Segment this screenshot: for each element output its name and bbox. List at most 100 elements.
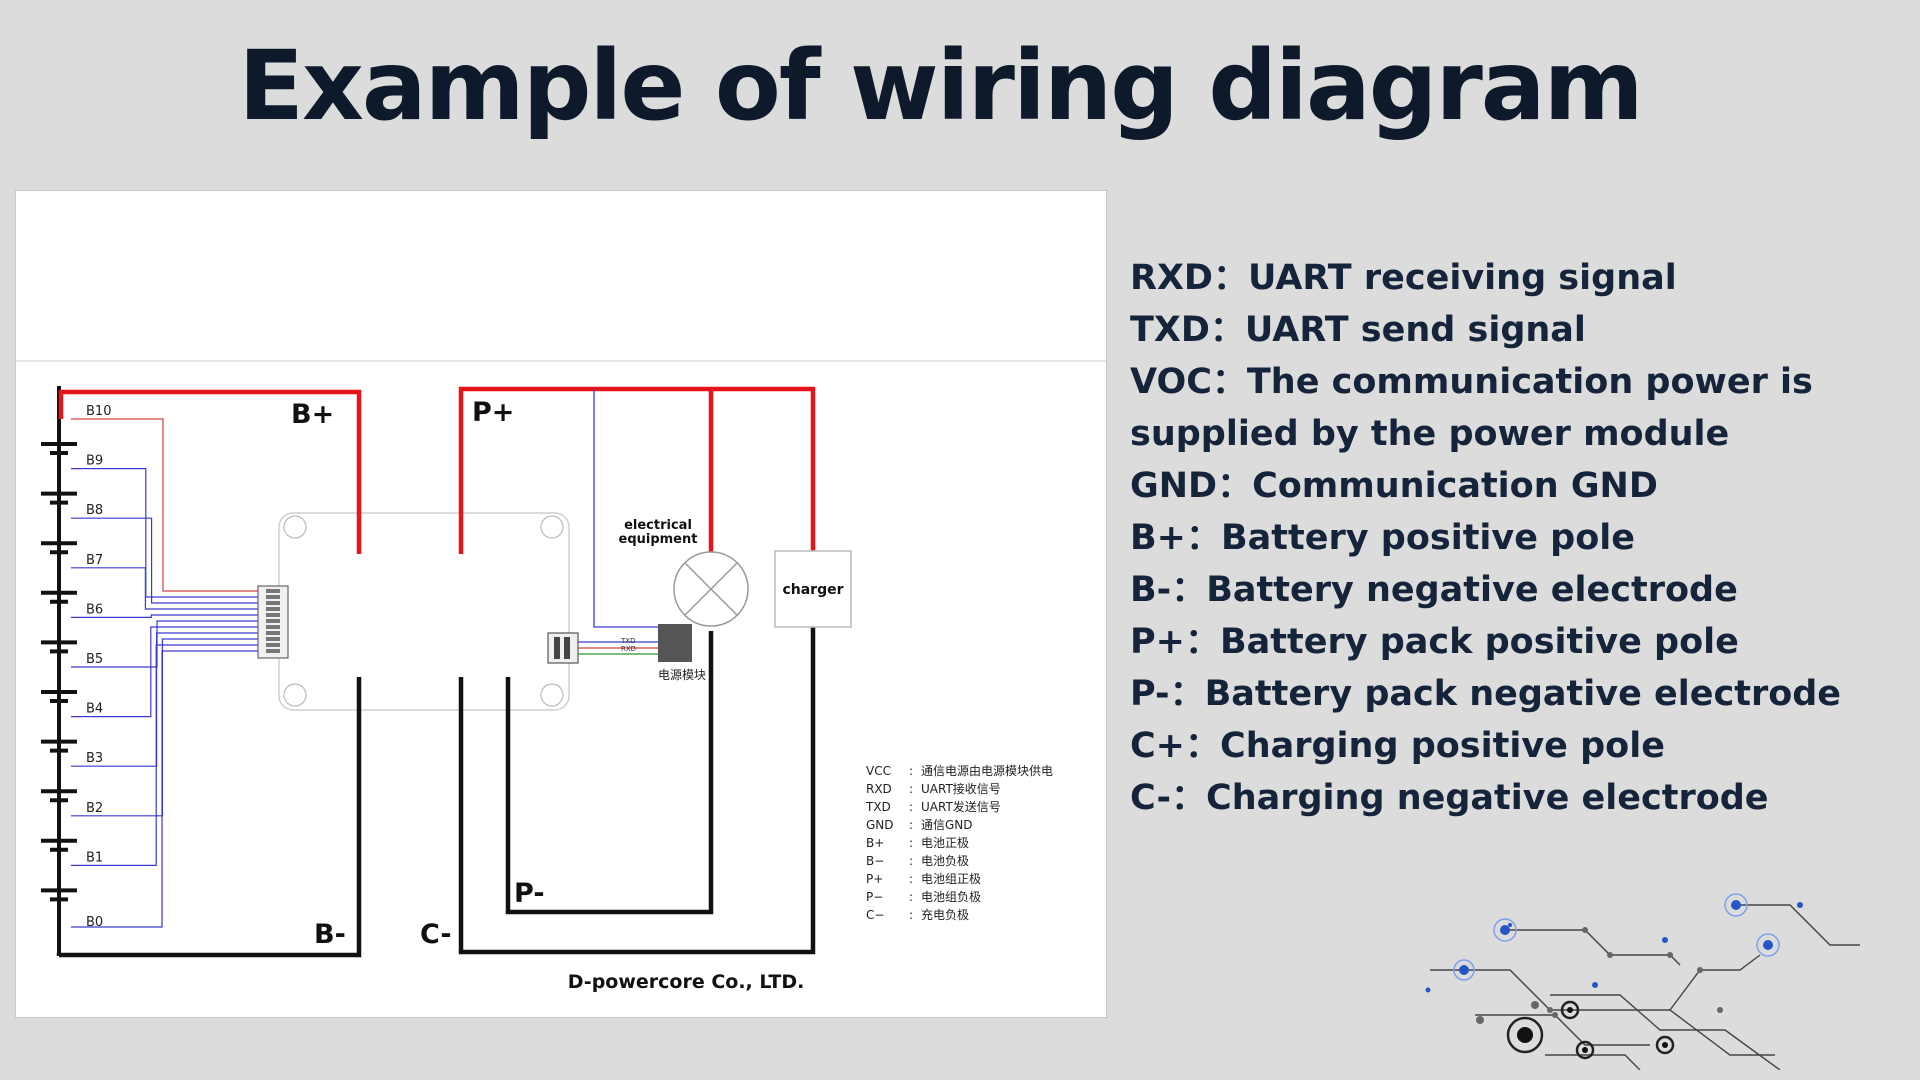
mount-hole <box>540 515 564 539</box>
cell-tap-label: B3 <box>86 751 103 766</box>
key-desc: UART接收信号 <box>921 781 1001 796</box>
connector-pin <box>266 607 280 611</box>
key-sep: : <box>909 872 913 886</box>
charger-box <box>774 550 852 628</box>
p-minus-label: P- <box>514 878 545 909</box>
legend-item: TXD：UART send signal <box>1130 310 1586 350</box>
connector-pin <box>266 601 280 605</box>
key-sep: : <box>909 836 913 850</box>
legend-item: B-：Battery negative electrode <box>1130 570 1738 610</box>
key-desc: 通信GND <box>921 818 973 832</box>
connector-pin <box>266 619 280 623</box>
key-desc: 电池负极 <box>921 854 969 868</box>
key-desc: 电池组负极 <box>921 890 981 904</box>
key-desc: 通信电源由电源模块供电 <box>921 764 1053 778</box>
equipment-cross <box>684 562 738 616</box>
cell-tap-label: B4 <box>86 702 103 717</box>
c-minus-label: C- <box>420 919 452 950</box>
power-module <box>658 624 692 662</box>
balance-wire <box>71 418 258 592</box>
legend-item: VOC：The communication power is supplied … <box>1130 362 1813 454</box>
cell-tap-label: B5 <box>86 652 103 667</box>
b-plus-wire <box>58 389 362 554</box>
key-table: VCC:通信电源由电源模块供电RXD:UART接收信号TXD:UART发送信号G… <box>865 764 1053 922</box>
comm-connector <box>547 632 579 664</box>
electrical-equipment-label-1: electrical <box>624 518 692 533</box>
cell-tap-label: B0 <box>86 915 103 930</box>
key-sep: : <box>909 782 913 796</box>
electrical-equipment-label-2: equipment <box>619 532 698 547</box>
balance-wire <box>71 650 258 928</box>
connector-pin <box>266 643 280 647</box>
b-minus-wire <box>56 677 362 958</box>
cell-tap-label: B2 <box>86 801 103 816</box>
cell-tap-label: B9 <box>86 454 103 469</box>
legend-item: B+：Battery positive pole <box>1130 518 1635 558</box>
legend-item: C-：Charging negative electrode <box>1130 778 1769 818</box>
key-term: P− <box>866 890 883 904</box>
rxd-label: RXD <box>621 645 636 653</box>
legend-item: GND：Communication GND <box>1130 466 1658 506</box>
bms-board <box>278 512 570 711</box>
legend-item: P+：Battery pack positive pole <box>1130 622 1739 662</box>
connector-pin <box>266 637 280 641</box>
key-term: TXD <box>865 800 891 814</box>
key-term: GND <box>866 818 894 832</box>
legend-item: C+：Charging positive pole <box>1130 726 1665 766</box>
balance-wire <box>71 626 258 718</box>
p-minus-wire <box>505 631 714 915</box>
page-title: Example of wiring diagram <box>238 30 1643 142</box>
company-name: D-powercore Co., LTD. <box>568 971 805 993</box>
key-sep: : <box>909 764 913 778</box>
cell-tap-label: B7 <box>86 553 103 568</box>
balance-wire <box>71 644 258 867</box>
c-minus-wire <box>458 627 816 955</box>
connector-pin <box>266 649 280 653</box>
key-term: C− <box>866 908 884 922</box>
vcc-wire <box>593 389 658 628</box>
key-term: B− <box>866 854 884 868</box>
connector-pin <box>266 613 280 617</box>
connector-pin <box>266 589 280 593</box>
key-sep: : <box>909 854 913 868</box>
cell-tap-label: B6 <box>86 602 103 617</box>
key-sep: : <box>909 908 913 922</box>
balance-wire <box>71 614 258 618</box>
key-desc: 电池正极 <box>921 836 969 850</box>
cell-tap-label: B8 <box>86 503 103 518</box>
key-term: B+ <box>866 836 884 850</box>
legend-item: RXD：UART receiving signal <box>1130 258 1677 298</box>
key-term: VCC <box>866 764 891 778</box>
connector-pin <box>266 625 280 629</box>
charger-label: charger <box>782 582 843 598</box>
balance-wire <box>71 567 258 610</box>
mount-hole <box>283 683 307 707</box>
cell-tap-label: B10 <box>86 404 111 419</box>
mount-hole <box>540 683 564 707</box>
balance-connector <box>257 585 289 659</box>
b-minus-label: B- <box>314 919 346 950</box>
txd-label: TXD <box>620 637 635 645</box>
p-plus-label: P+ <box>472 397 514 428</box>
connector-pin <box>266 595 280 599</box>
key-sep: : <box>909 890 913 904</box>
balance-wires <box>71 418 258 928</box>
connector-pin <box>266 631 280 635</box>
power-module-label: 电源模块 <box>658 668 706 682</box>
balance-wire <box>71 468 258 598</box>
key-sep: : <box>909 818 913 832</box>
b-plus-label: B+ <box>291 399 334 430</box>
key-term: RXD <box>866 782 892 796</box>
key-desc: 电池组正极 <box>921 872 981 886</box>
balance-wire <box>71 517 258 604</box>
p-plus-wire <box>458 386 816 554</box>
mount-hole <box>283 515 307 539</box>
legend-item: P-：Battery pack negative electrode <box>1130 674 1842 714</box>
key-desc: 充电负极 <box>921 907 969 922</box>
circuit-decoration <box>1425 893 1860 1070</box>
key-sep: : <box>909 800 913 814</box>
